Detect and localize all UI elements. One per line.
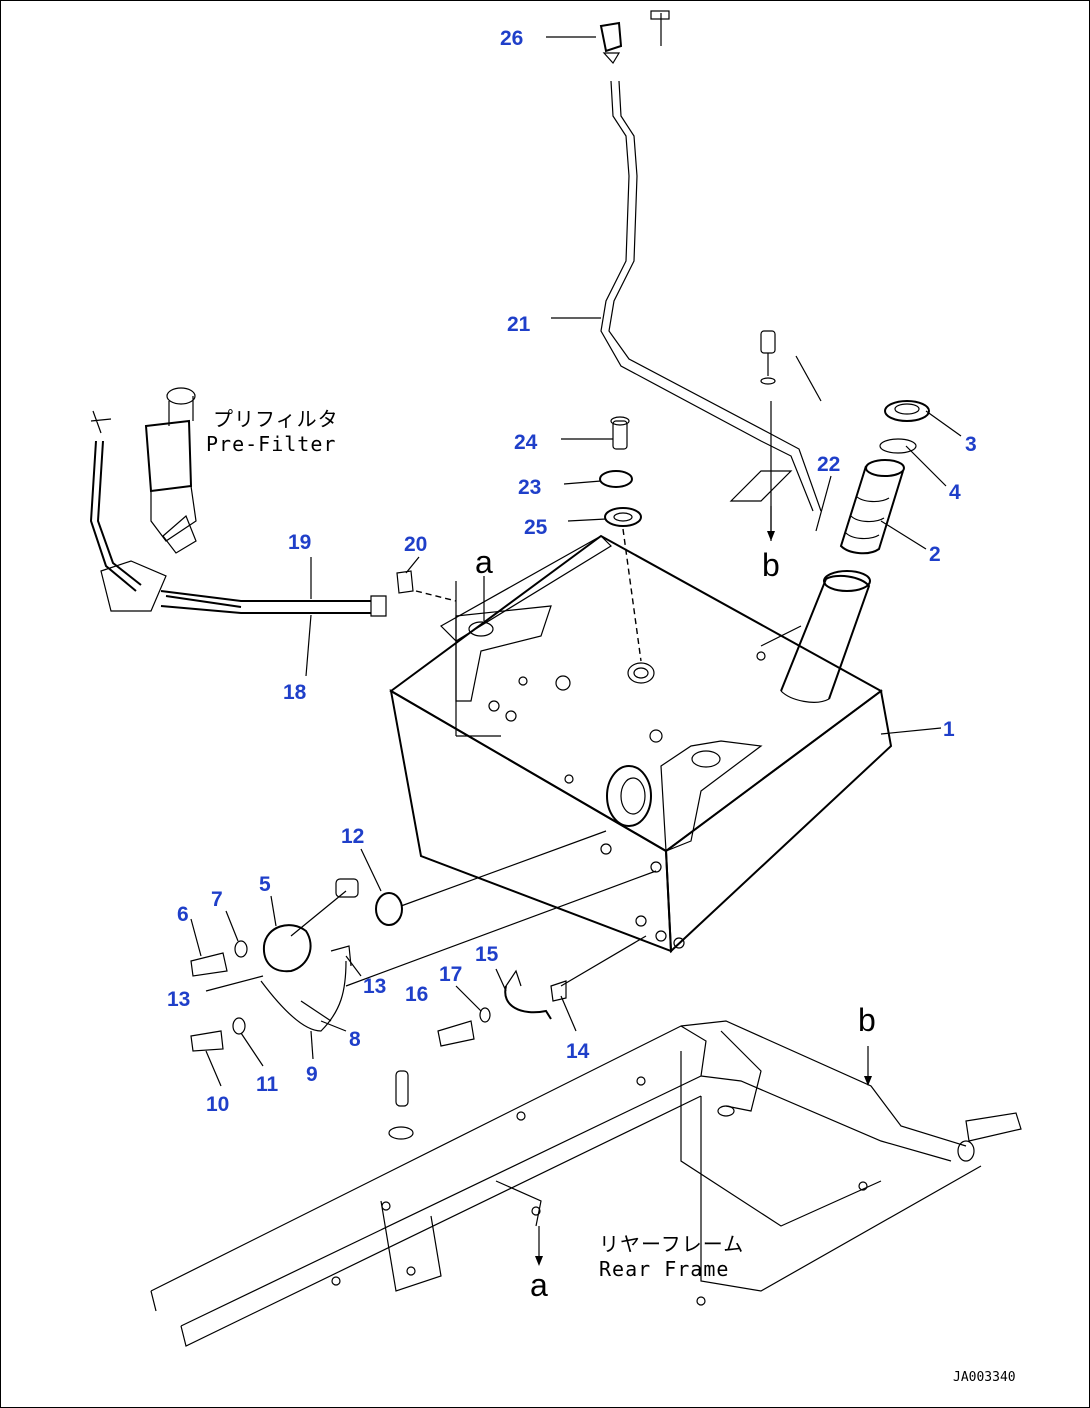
callout-14: 14 — [566, 1040, 590, 1063]
callout-21: 21 — [507, 313, 531, 336]
callout-25: 25 — [524, 516, 548, 539]
callout-18: 18 — [283, 681, 307, 704]
callout-1: 1 — [943, 718, 955, 741]
clamp-assembly — [437, 935, 647, 1047]
hose-clip-assembly — [729, 330, 822, 541]
callout-6: 6 — [177, 903, 189, 926]
callout-numbers: 1 2 3 4 5 6 7 8 9 10 11 12 13 13 14 15 1… — [167, 27, 977, 1116]
breather-assembly — [599, 416, 642, 662]
callout-9: 9 — [306, 1063, 318, 1086]
drain-hose — [599, 10, 822, 512]
callout-12: 12 — [341, 825, 364, 848]
callout-4: 4 — [949, 481, 961, 504]
fuel-tank — [389, 534, 893, 954]
rear-frame-label-en: Rear Frame — [599, 1257, 729, 1281]
callout-24: 24 — [514, 431, 538, 454]
callout-15: 15 — [475, 943, 499, 966]
callout-10: 10 — [206, 1093, 229, 1116]
rear-frame — [150, 1020, 1022, 1347]
leader-lines — [190, 36, 962, 1266]
callout-19: 19 — [288, 531, 311, 554]
filler-pipe-assembly — [839, 400, 930, 555]
callout-5: 5 — [259, 873, 271, 896]
ref-letter-b-top: b — [762, 547, 780, 583]
callout-7: 7 — [211, 888, 223, 911]
rear-frame-label-jp: リヤーフレーム — [599, 1232, 744, 1256]
callout-8: 8 — [349, 1028, 361, 1051]
callout-16: 16 — [405, 983, 428, 1006]
drawing-code: JA003340 — [953, 1370, 1016, 1385]
callout-11: 11 — [256, 1073, 279, 1096]
text-labels: プリフィルタ Pre-Filter リヤーフレーム Rear Frame a a… — [206, 407, 1016, 1385]
callout-13b: 13 — [363, 975, 386, 998]
callout-17: 17 — [439, 963, 462, 986]
callout-22: 22 — [817, 453, 840, 476]
callout-3: 3 — [965, 433, 977, 456]
callout-13a: 13 — [167, 988, 190, 1011]
prefilter-label-jp: プリフィルタ — [213, 407, 339, 431]
ref-letter-a-top: a — [475, 544, 493, 580]
prefilter-assembly — [89, 387, 457, 617]
callout-2: 2 — [929, 543, 941, 566]
callout-20: 20 — [404, 533, 427, 556]
callout-23: 23 — [518, 476, 541, 499]
prefilter-label-en: Pre-Filter — [206, 432, 336, 456]
fuel-gauge-assembly — [190, 830, 657, 1052]
ref-letter-b-bottom: b — [858, 1002, 876, 1038]
ref-letter-a-bottom: a — [530, 1267, 548, 1303]
callout-26: 26 — [500, 27, 523, 50]
